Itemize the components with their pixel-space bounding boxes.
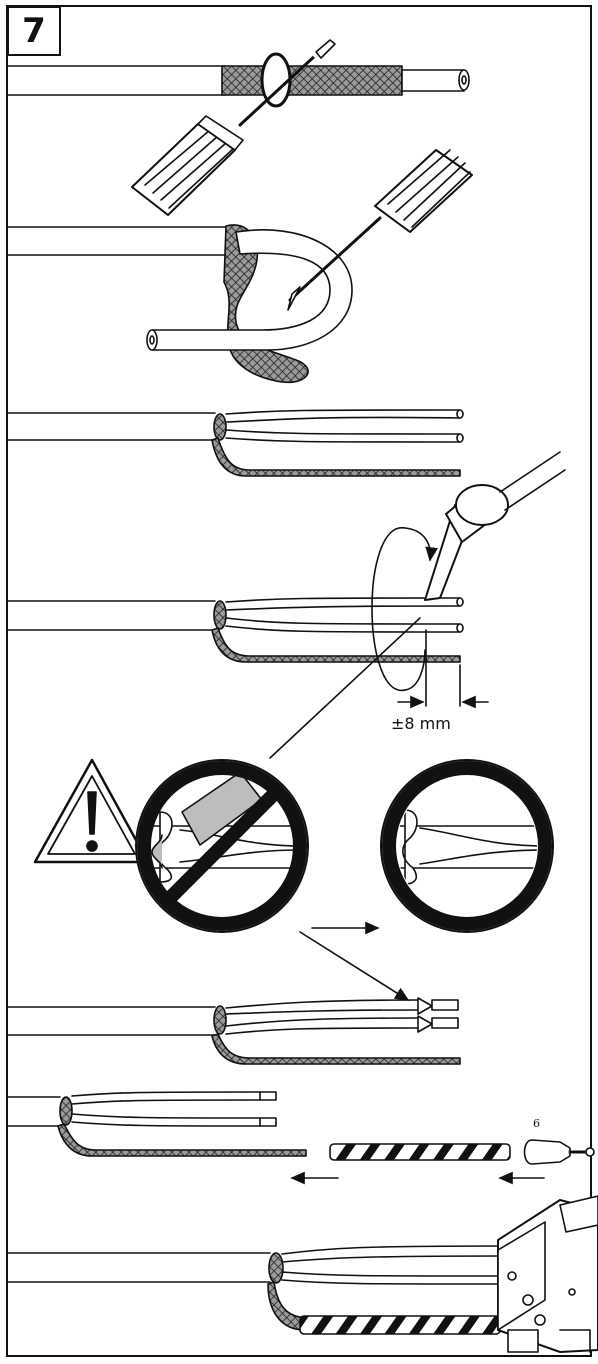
trim-length-label: ±8 mm [391,714,451,733]
wire-ferrule [523,1139,571,1165]
warning-triangle-icon [33,758,150,864]
rotation-arrow-icon [371,527,406,691]
arrow-icon [299,931,410,1001]
panel-5-folded [7,997,461,1065]
step-number-badge: 7 [7,6,61,56]
braid-loop [260,52,292,108]
heat-shrink-sleeve [329,1143,511,1161]
ferrule-size-label: 6 [533,1117,540,1130]
panel-4-trim [7,451,566,759]
bent-conductor [151,229,353,351]
panel-3-separated [7,409,464,477]
figure-frame [6,5,592,1357]
twisted-shield [211,437,461,477]
knife-icon [424,451,566,601]
panel-1-braid-loosening [7,37,470,216]
crimping-tool-icon [497,1195,598,1353]
prohibited-inset [135,759,309,933]
panel-6-sleeve [7,1091,595,1185]
correct-inset [380,759,554,933]
panel-7-crimp [7,1195,598,1353]
prohibited-sign-icon [137,761,307,931]
screwdriver-icon [287,149,473,311]
panel-2-pull-through [7,149,473,384]
cable-braid [221,65,403,96]
inner-insulation [401,69,465,92]
screwdriver-icon [131,37,336,216]
